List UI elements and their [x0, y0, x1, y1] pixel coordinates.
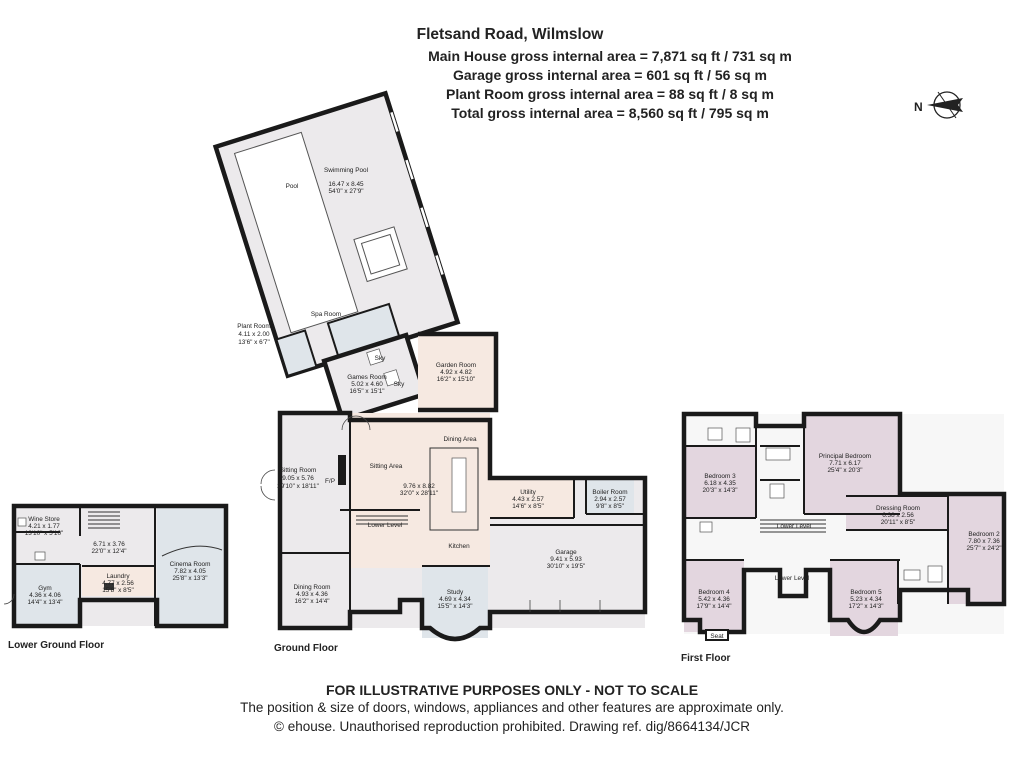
ff-lower-level-label-2: Lower Level — [775, 575, 809, 582]
gym-name: Gym — [38, 585, 52, 592]
bedroom-2-dims: 7.80 x 7.36 — [968, 538, 1000, 545]
lg-hall-imperial: 22'0" x 12'4" — [91, 548, 126, 555]
gym-imperial: 14'4" x 13'4" — [27, 599, 62, 606]
boiler-room-imperial: 9'8" x 8'5" — [596, 503, 624, 510]
sitting-room-dims: 9.05 x 5.76 — [282, 475, 314, 482]
principal-bedroom-imperial: 25'4" x 20'3" — [827, 467, 862, 474]
disclaimer-heading: FOR ILLUSTRATIVE PURPOSES ONLY - NOT TO … — [325, 682, 699, 698]
dining-room-name: Dining Room — [294, 584, 331, 591]
sky-label-2: Sky — [394, 381, 405, 388]
plant-room-imperial: 13'6" x 6'7" — [238, 339, 270, 346]
gym-dims: 4.36 x 4.06 — [29, 592, 61, 599]
garden-room-imperial: 16'2" x 15'10" — [437, 376, 476, 383]
kitchen-main-dims: 9.76 x 8.82 — [403, 483, 435, 490]
bedroom-5-dims: 5.23 x 4.34 — [850, 596, 882, 603]
copyright-note: © ehouse. Unauthorised reproduction proh… — [274, 719, 750, 734]
north-arrow-icon: N — [914, 91, 963, 119]
dressing-room-dims: 6.38 x 2.56 — [882, 512, 914, 519]
ff-lower-level-label-1: Lower Level — [777, 523, 811, 530]
bedroom-4-imperial: 17'9" x 14'4" — [696, 603, 731, 610]
swimming-pool-name: Swimming Pool — [324, 167, 368, 174]
bedroom-2-name: Bedroom 2 — [968, 531, 1000, 538]
bedroom-3-dims: 6.18 x 4.35 — [704, 480, 736, 487]
utility-imperial: 14'6" x 8'5" — [512, 503, 544, 510]
principal-bedroom-name: Principal Bedroom — [819, 453, 871, 460]
dressing-room-imperial: 20'11" x 8'5" — [881, 519, 916, 526]
games-room-imperial: 16'5" x 15'1" — [349, 388, 384, 395]
study-dims: 4.69 x 4.34 — [439, 596, 471, 603]
sky-label-1: Sky — [375, 355, 386, 362]
ground-floor-plan: Pool Swimming Pool 16.47 x 8.45 54'0" x … — [212, 90, 648, 642]
first-floor-plan: Bedroom 3 6.18 x 4.35 20'3" x 14'3" Prin… — [681, 411, 1007, 641]
dining-room-dims: 4.93 x 4.36 — [296, 591, 328, 598]
boiler-room-dims: 2.94 x 2.57 — [594, 496, 626, 503]
utility-name: Utility — [520, 489, 536, 496]
wine-store-name: Wine Store — [28, 516, 60, 523]
laundry-dims: 4.77 x 2.56 — [102, 580, 134, 587]
swimming-pool-dims: 16.47 x 8.45 — [328, 181, 364, 188]
pool-name: Pool — [286, 183, 299, 190]
compass-label: N — [914, 100, 923, 114]
gf-lower-level-label: Lower Level — [368, 522, 402, 529]
ground-floor-label: Ground Floor — [274, 643, 338, 654]
plant-room-dims: 4.11 x 2.00 — [238, 331, 270, 338]
garage-name: Garage — [555, 549, 577, 556]
swimming-pool-imperial: 54'0" x 27'9" — [328, 188, 363, 195]
main-house-area: Main House gross internal area = 7,871 s… — [428, 48, 792, 64]
property-title: Fletsand Road, Wilmslow — [416, 26, 604, 43]
bedroom-5-name: Bedroom 5 — [850, 589, 882, 596]
spa-room-name: Spa Room — [311, 311, 341, 318]
laundry-imperial: 15'8" x 8'5" — [102, 587, 134, 594]
garage-imperial: 30'10" x 19'5" — [547, 563, 586, 570]
plant-room-area: Plant Room gross internal area = 88 sq f… — [446, 86, 774, 102]
laundry-name: Laundry — [106, 573, 130, 580]
garden-room-name: Garden Room — [436, 362, 476, 369]
bedroom-2-imperial: 25'7" x 24'2" — [966, 545, 1001, 552]
wine-store-dims: 4.21 x 1.77 — [28, 523, 60, 530]
lower-ground-floor-label: Lower Ground Floor — [8, 640, 104, 651]
dressing-room-name: Dressing Room — [876, 505, 920, 512]
garden-room-dims: 4.92 x 4.82 — [440, 369, 472, 376]
lower-ground-floor-plan: Wine Store 4.21 x 1.77 13'10" x 5'10" 6.… — [3, 503, 229, 629]
principal-bedroom-dims: 7.71 x 6.17 — [829, 460, 861, 467]
boiler-room-name: Boiler Room — [592, 489, 627, 496]
utility-dims: 4.43 x 2.57 — [512, 496, 544, 503]
kitchen-name: Kitchen — [448, 543, 470, 550]
lg-hall-dims: 6.71 x 3.76 — [93, 541, 125, 548]
disclaimer-note: The position & size of doors, windows, a… — [240, 700, 784, 715]
sitting-area-name: Sitting Area — [370, 463, 403, 470]
sitting-room-name: Sitting Room — [280, 467, 317, 474]
games-room-dims: 5.02 x 4.60 — [351, 381, 383, 388]
seat-label: Seat — [710, 633, 723, 640]
garage-area: Garage gross internal area = 601 sq ft /… — [453, 67, 767, 83]
bedroom-3-imperial: 20'3" x 14'3" — [702, 487, 737, 494]
cinema-room-dims: 7.82 x 4.05 — [174, 568, 206, 575]
games-room-name: Games Room — [347, 374, 386, 381]
dining-room-imperial: 16'2" x 14'4" — [294, 598, 329, 605]
cinema-room-imperial: 25'8" x 13'3" — [172, 575, 207, 582]
cinema-room-name: Cinema Room — [170, 561, 211, 568]
total-area: Total gross internal area = 8,560 sq ft … — [451, 105, 769, 121]
first-floor-label: First Floor — [681, 653, 731, 664]
sitting-room-imperial: 29'10" x 18'11" — [277, 483, 319, 490]
study-imperial: 15'5" x 14'3" — [437, 603, 472, 610]
fireplace-label: F/P — [325, 478, 335, 485]
wine-store-imperial: 13'10" x 5'10" — [25, 530, 64, 537]
study-name: Study — [447, 589, 464, 596]
garage-dims: 9.41 x 5.93 — [550, 556, 582, 563]
bedroom-5-imperial: 17'2" x 14'3" — [848, 603, 883, 610]
dining-area-name: Dining Area — [443, 436, 476, 443]
kitchen-main-imperial: 32'0" x 28'11" — [400, 490, 438, 497]
bedroom-4-dims: 5.42 x 4.36 — [698, 596, 730, 603]
plant-room-name: Plant Room — [237, 323, 270, 330]
bedroom-3-name: Bedroom 3 — [704, 473, 736, 480]
bedroom-4-name: Bedroom 4 — [698, 589, 730, 596]
